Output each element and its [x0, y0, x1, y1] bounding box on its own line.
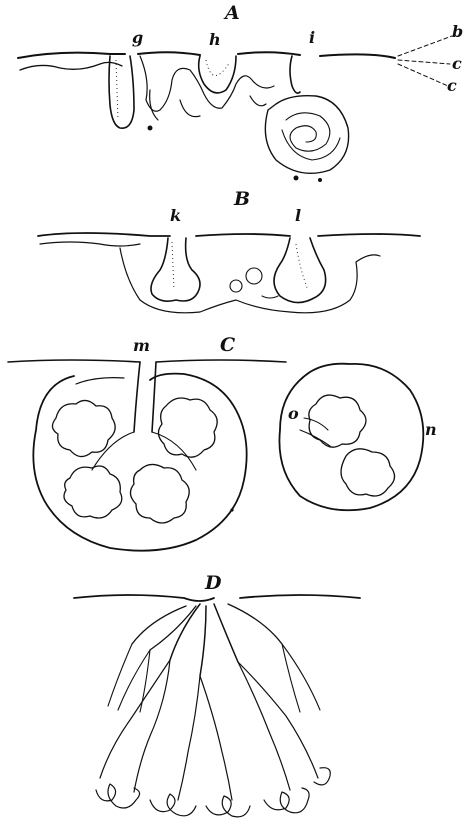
part-h-label: h [209, 32, 221, 48]
part-g-label: g [132, 30, 143, 46]
part-i-label: i [309, 30, 315, 46]
figure-c-drawing [8, 360, 423, 551]
part-l-label: l [295, 208, 301, 224]
figure-c-label: C [220, 336, 235, 355]
part-n-label: n [425, 422, 437, 438]
figure-d-label: D [205, 574, 221, 593]
part-m-label: m [133, 338, 150, 354]
figure-a-drawing [18, 36, 452, 182]
figure-a-label: A [225, 4, 240, 23]
leader-b-label: b [452, 24, 463, 40]
figure-b-label: B [234, 190, 250, 209]
part-k-label: k [170, 208, 181, 224]
leader-c-label-2: c [447, 78, 457, 94]
part-o-label: o [288, 406, 299, 422]
figure-b-drawing [38, 233, 420, 313]
figure-d-drawing [74, 595, 360, 817]
leader-c-label-1: c [452, 56, 462, 72]
